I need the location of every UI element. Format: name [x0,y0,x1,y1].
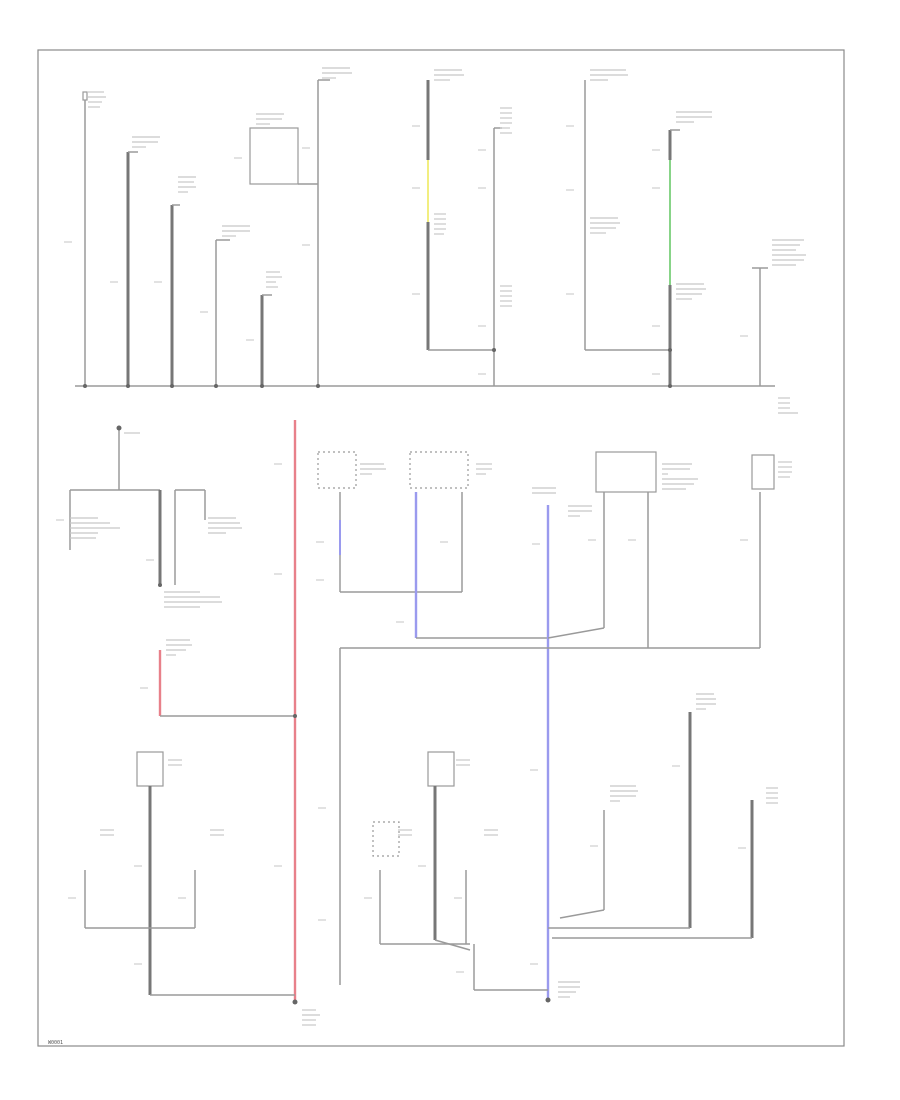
module-boxes-middle [317,451,775,493]
faint-labels [56,67,806,1026]
top-middle-branches [426,80,502,386]
bottom-right-branches [548,712,754,939]
red-wire-ground-point [292,999,298,1005]
top-right-branches [584,80,768,386]
battery-area [69,425,206,587]
top-left-branches [82,79,330,386]
top-bus-junctions [83,384,672,388]
middle-branch-wires [339,492,761,1003]
diagram-frame [37,49,845,1047]
red-branch-left [158,650,297,718]
diagram-code: W0001 [48,1040,63,1046]
bottom-left-modules [84,751,295,996]
bottom-middle-modules [372,751,548,991]
